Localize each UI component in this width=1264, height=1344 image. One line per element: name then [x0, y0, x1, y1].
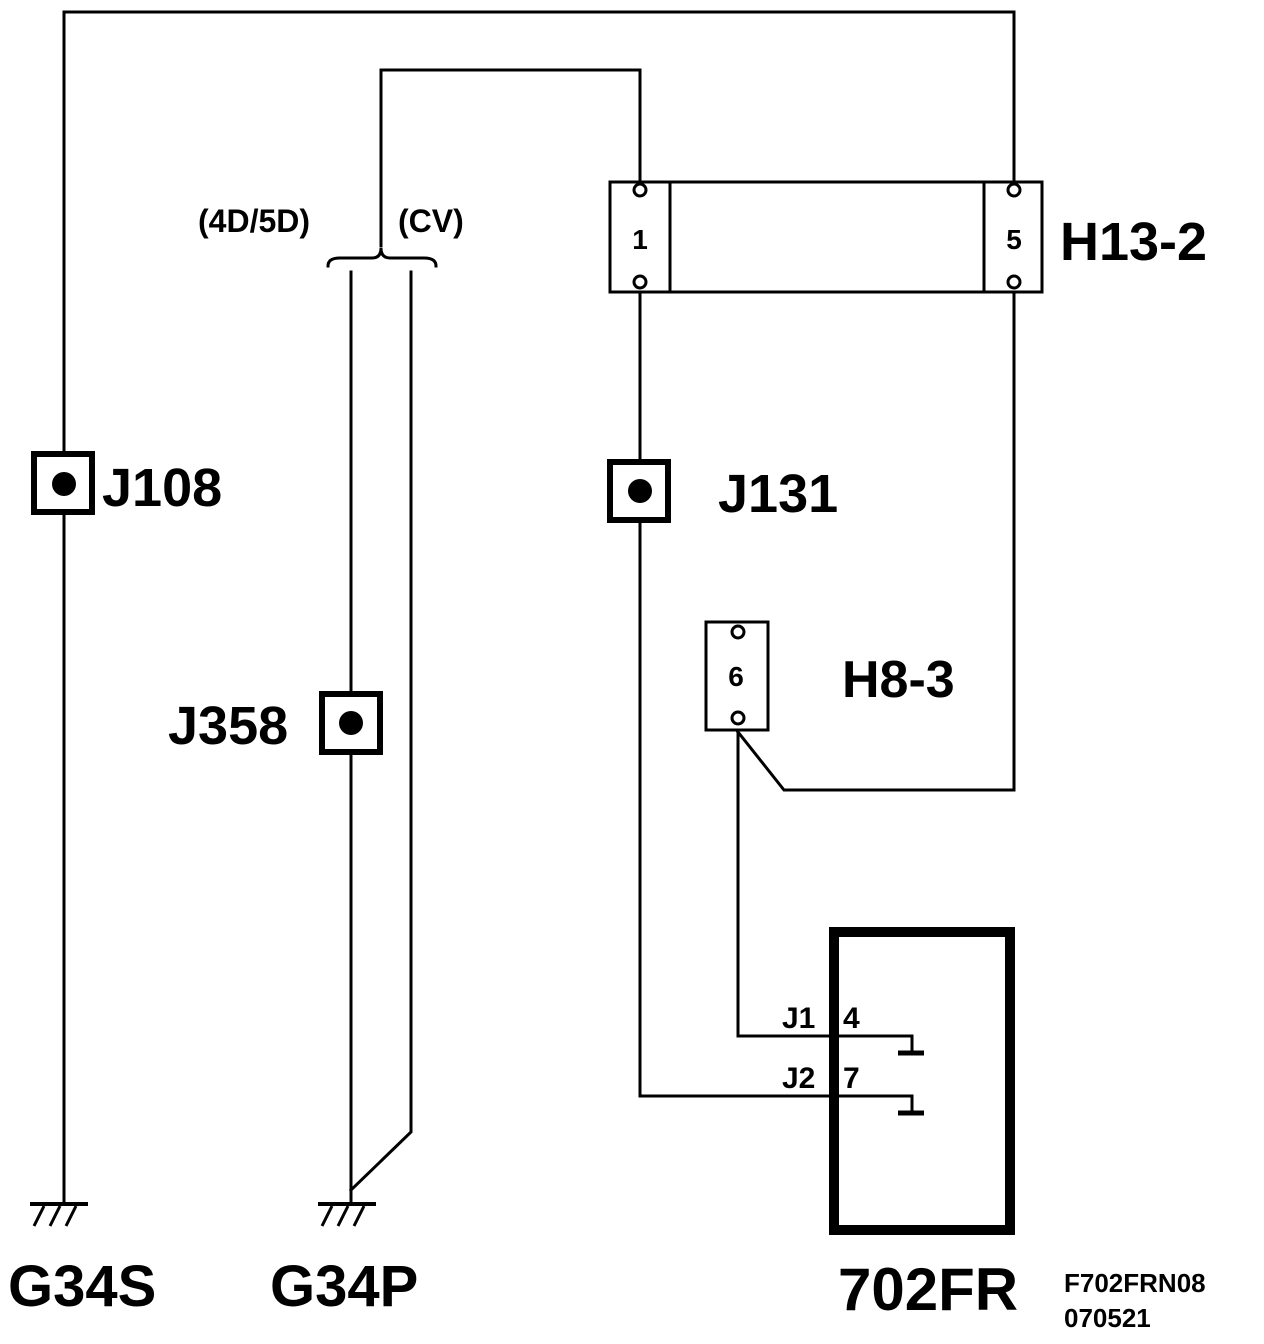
pin-hole-icon: [1006, 274, 1022, 290]
g34p-label: G34P: [270, 1254, 418, 1319]
splice-dot-icon: [52, 472, 76, 496]
component-702fr: [829, 927, 1015, 1235]
g34s-label: G34S: [8, 1254, 156, 1319]
h13-pin1-label: 1: [632, 224, 648, 255]
component-702fr-label: 702FR: [838, 1256, 1018, 1323]
j108-label: J108: [102, 458, 222, 518]
connector-h8-3: 6: [704, 620, 770, 732]
variant-brace: [326, 247, 438, 268]
h8-3-label: H8-3: [842, 651, 955, 709]
pin-hole-icon: [730, 624, 746, 640]
figure-date: 070521: [1064, 1303, 1151, 1333]
junction-j358: [319, 691, 383, 755]
pin-j1-label: J1: [782, 1002, 815, 1035]
figure-code: F702FRN08: [1064, 1268, 1206, 1298]
wire-variant-to-h13-pin1: [379, 68, 642, 248]
splice-dot-icon: [628, 479, 652, 503]
h8-pin6-label: 6: [728, 661, 744, 692]
connector-h13-2: 1 5: [608, 180, 1044, 294]
pin-j2-label: J2: [782, 1062, 815, 1095]
wire-h13-pin1-to-702fr-pin7: [638, 290, 914, 1114]
wire-h13-pin5-to-h8-pin6: [735, 290, 1016, 792]
wire-cv-to-g34p: [348, 270, 413, 1193]
h13-2-label: H13-2: [1060, 212, 1207, 272]
j358-label: J358: [168, 696, 288, 756]
ground-icon: [30, 1202, 88, 1227]
junction-j131: [607, 459, 671, 523]
j131-label: J131: [718, 464, 838, 524]
variant-cv-label: (CV): [398, 203, 464, 239]
splice-dot-icon: [339, 711, 363, 735]
junction-j108: [31, 451, 95, 515]
pin-hole-icon: [1006, 182, 1022, 198]
pin-7-label: 7: [843, 1062, 860, 1095]
pin-hole-icon: [730, 710, 746, 726]
wire-g34s-to-h13-pin5: [62, 10, 1016, 1204]
h13-pin5-label: 5: [1006, 224, 1022, 255]
pin-hole-icon: [632, 274, 648, 290]
ground-icon: [318, 1202, 376, 1227]
pin-hole-icon: [632, 182, 648, 198]
pin-4-label: 4: [843, 1002, 860, 1035]
wire-h8-pin6-to-702fr-pin4: [736, 730, 914, 1054]
variant-4d5d-label: (4D/5D): [198, 203, 310, 239]
